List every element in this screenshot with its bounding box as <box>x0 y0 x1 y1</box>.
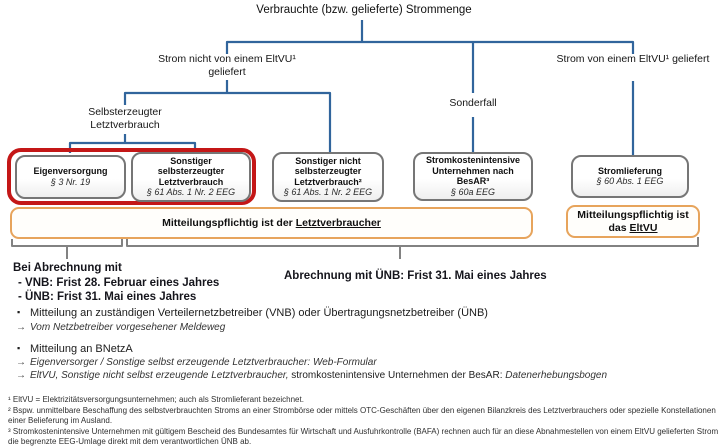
box-law: § 60 Abs. 1 EEG <box>596 176 664 187</box>
note-text-normal: stromkostenintensive Unternehmen der Bes… <box>288 370 506 381</box>
box-stromlieferung: Stromlieferung § 60 Abs. 1 EEG <box>571 155 689 198</box>
deadline-left-block: Bei Abrechnung mit - VNB: Frist 28. Febr… <box>13 261 283 305</box>
bullet-icon: ▪ <box>17 343 21 353</box>
obligation-subject: Letztverbraucher <box>295 216 381 229</box>
box-law: § 3 Nr. 19 <box>50 176 91 187</box>
note-bullet-netzbetreiber: ▪ Mitteilung an zuständigen Verteilernetz… <box>17 307 707 319</box>
arrow-icon: → <box>16 357 26 368</box>
deadline-heading: Bei Abrechnung mit <box>13 262 122 274</box>
footnote-2: ² Bspw. unmittelbare Beschaffung des sel… <box>8 405 716 426</box>
box-title: Sonstiger nicht selbsterzeugter Letztver… <box>294 155 362 187</box>
note-text: Mitteilung an zuständigen Verteilernetzb… <box>30 307 488 319</box>
box-title: Stromkostenintensive Unternehmen nach Be… <box>425 155 521 187</box>
obligation-text: Mitteilungspflichtig ist der <box>162 216 296 229</box>
deadline-right-text: Abrechnung mit ÜNB: Frist 31. Mai eines … <box>284 270 547 282</box>
red-highlight-outline <box>7 148 256 205</box>
page-title: Verbrauchte (bzw. gelieferte) Strommenge <box>256 4 472 16</box>
arrow-icon: → <box>16 370 26 381</box>
obligation-eltvu-box: Mitteilungspflichtig ist das EltVU <box>566 205 700 238</box>
note-text-italic: EltVU, Sonstige nicht selbst erzeugende … <box>30 370 289 381</box>
branch-label-eltvu: Strom von einem EltVU¹ geliefert <box>556 53 710 65</box>
box-law: § 61 Abs. 1 Nr. 2 EEG <box>146 187 236 198</box>
note-text: Eigenversorger / Sonstige selbst erzeuge… <box>30 357 377 368</box>
box-eigenversorgung: Eigenversorgung § 3 Nr. 19 <box>15 155 126 199</box>
deadline-item-vnb: - VNB: Frist 28. Februar eines Jahres <box>18 276 220 289</box>
note-bullet-bnetza: ▪ Mitteilung an BNetzA <box>17 343 707 355</box>
box-law: § 61 Abs. 1 Nr. 2 EEG <box>283 187 373 198</box>
note-text: Vom Netzbetreiber vorgesehener Meldeweg <box>30 322 226 333</box>
obligation-letztverbraucher-box: Mitteilungspflichtig ist der Letztverbra… <box>10 207 533 239</box>
sonderfall-label: Sonderfall <box>449 97 497 109</box>
note-arrow-webformular: → Eigenversorger / Sonstige selbst erzeug… <box>16 357 716 368</box>
arrow-icon: → <box>16 322 26 333</box>
bullet-icon: ▪ <box>17 307 21 317</box>
footnote-1: ¹ EltVU = Elektrizitätsversorgungsuntern… <box>8 395 304 404</box>
deadline-item-unb: - ÜNB: Frist 31. Mai eines Jahres <box>18 291 197 303</box>
box-title: Sonstiger selbsterzeugter Letztverbrauch <box>157 155 225 187</box>
box-title: Stromlieferung <box>597 165 662 176</box>
note-arrow-datenerhebungsbogen: → EltVU, Sonstige nicht selbst erzeugende… <box>16 370 716 381</box>
box-sonstiger-selbsterzeugter: Sonstiger selbsterzeugter Letztverbrauch… <box>131 152 251 202</box>
obligation-subject: EltVU <box>629 221 658 234</box>
note-text-italic: Datenerhebungsbogen <box>505 370 608 381</box>
footnotes-block: ¹ EltVU = Elektrizitätsversorgungsuntern… <box>8 395 723 448</box>
note-text: Mitteilung an BNetzA <box>30 343 133 355</box>
brace-left <box>11 239 123 247</box>
note-arrow-meldeweg: → Vom Netzbetreiber vorgesehener Meldeweg <box>16 322 706 333</box>
box-law: § 60a EEG <box>450 186 496 197</box>
self-generated-label: Selbsterzeugter Letztverbrauch <box>88 106 162 131</box>
footnote-3: ³ Stromkostenintensive Unternehmen mit g… <box>8 426 719 447</box>
box-sonstiger-nicht-selbsterzeugter: Sonstiger nicht selbsterzeugter Letztver… <box>272 152 384 202</box>
obligation-text: Mitteilungspflichtig ist das <box>577 208 689 234</box>
box-stromkostenintensive: Stromkostenintensive Unternehmen nach Be… <box>413 152 533 201</box>
branch-label-not-eltvu: Strom nicht von einem EltVU¹ geliefert <box>158 53 296 78</box>
box-title: Eigenversorgung <box>33 166 108 177</box>
